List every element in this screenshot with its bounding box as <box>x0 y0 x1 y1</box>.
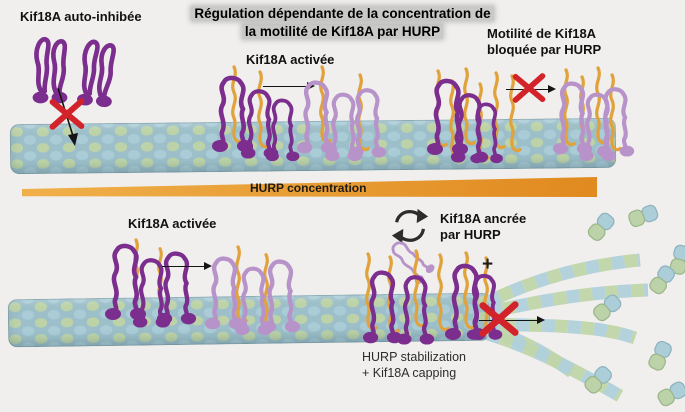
label-hurp-stabilization: HURP stabilization + Kif18A capping <box>362 350 466 380</box>
red-x-icon <box>44 98 90 130</box>
label-kif18a-auto-inhibited: Kif18A auto-inhibée <box>20 9 142 24</box>
title-line2: la motilité de Kif18A par HURP <box>241 23 444 39</box>
label-kif18a-activated-bottom: Kif18A activée <box>128 216 217 231</box>
kinesin-anchored-icon <box>396 274 436 346</box>
tubulin-dimer-icon <box>625 201 662 231</box>
tubulin-dimer-icon <box>583 208 619 245</box>
arrow-right-icon <box>479 316 545 325</box>
diagram-title: Régulation dépendante de la concentratio… <box>0 5 685 41</box>
kinesin-active-icon <box>468 102 506 164</box>
kinesin-active-icon <box>156 248 198 328</box>
kinesin-faded-icon <box>260 258 302 334</box>
kinesin-faded-icon <box>596 84 636 160</box>
red-x-icon <box>477 301 521 337</box>
hurp-concentration-label: HURP concentration <box>250 181 367 195</box>
arrow-right-icon <box>162 262 212 271</box>
kinesin-faded-icon <box>348 86 388 160</box>
label-motility-blocked: Motilité de Kif18A bloquée par HURP <box>487 26 602 58</box>
label-kif18a-anchored: Kif18A ancrée par HURP <box>440 211 527 243</box>
red-x-icon <box>509 73 549 103</box>
title-line1: Régulation dépendante de la concentratio… <box>191 6 494 21</box>
plus-sign: + <box>482 254 494 275</box>
label-kif18a-activated-top: Kif18A activée <box>246 52 335 67</box>
